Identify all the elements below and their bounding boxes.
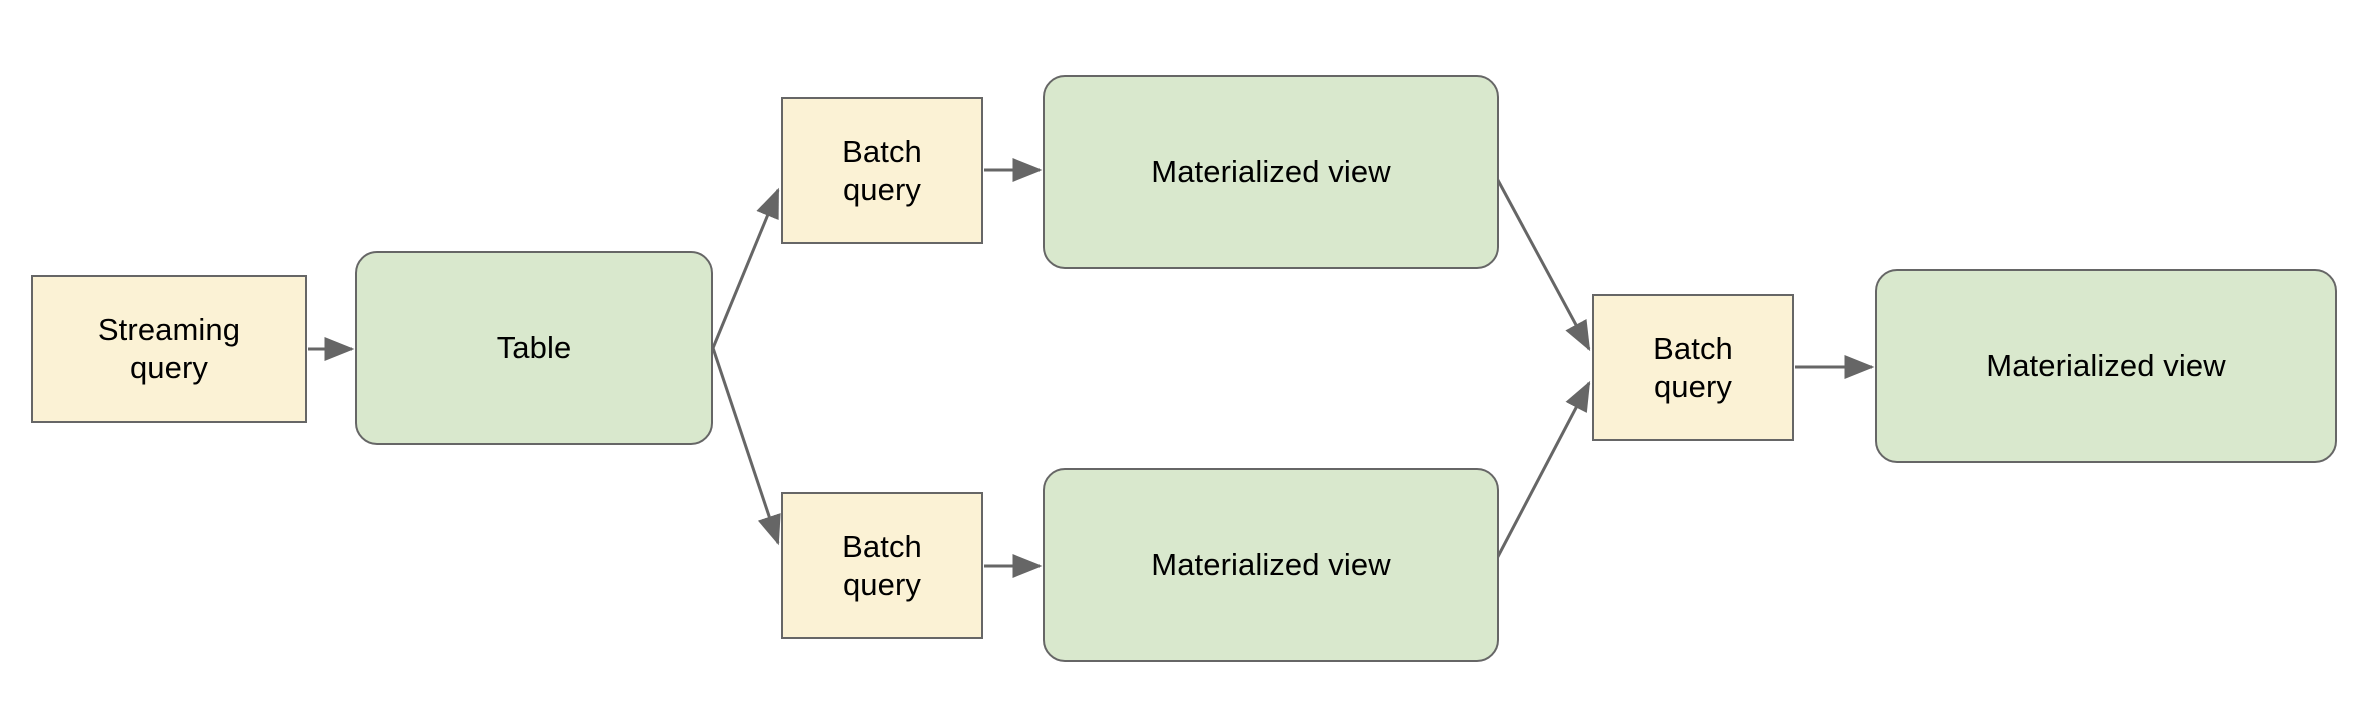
edge-table-to-batch-query-top (711, 187, 780, 349)
node-label-streaming-query: Streaming query (97, 312, 241, 385)
node-label-batch-query-bottom: Batch query (842, 528, 922, 602)
node-batch-query-bottom[interactable]: Batch query (781, 492, 983, 639)
node-table[interactable]: Table (355, 251, 713, 445)
node-batch-query-right[interactable]: Batch query (1592, 294, 1794, 441)
edge-table-to-batch-query-bottom (711, 347, 781, 546)
node-label-batch-query-top: Batch query (842, 133, 922, 207)
node-label-batch-query-right: Batch query (1653, 330, 1733, 404)
node-materialized-view-right[interactable]: Materialized view (1875, 269, 2337, 463)
node-label-materialized-view-right: Materialized view (1986, 348, 2226, 384)
node-label-materialized-view-bottom: Materialized view (1151, 547, 1391, 583)
node-label-materialized-view-top: Materialized view (1151, 154, 1391, 190)
node-materialized-view-top[interactable]: Materialized view (1043, 75, 1499, 269)
node-batch-query-top[interactable]: Batch query (781, 97, 983, 244)
node-streaming-query[interactable]: Streaming query (31, 275, 307, 423)
node-label-table: Table (496, 330, 572, 366)
edge-materialized-view-bottom-to-batch-query-right (1491, 380, 1591, 567)
edge-materialized-view-top-to-batch-query-right (1491, 170, 1591, 352)
node-materialized-view-bottom[interactable]: Materialized view (1043, 468, 1499, 662)
